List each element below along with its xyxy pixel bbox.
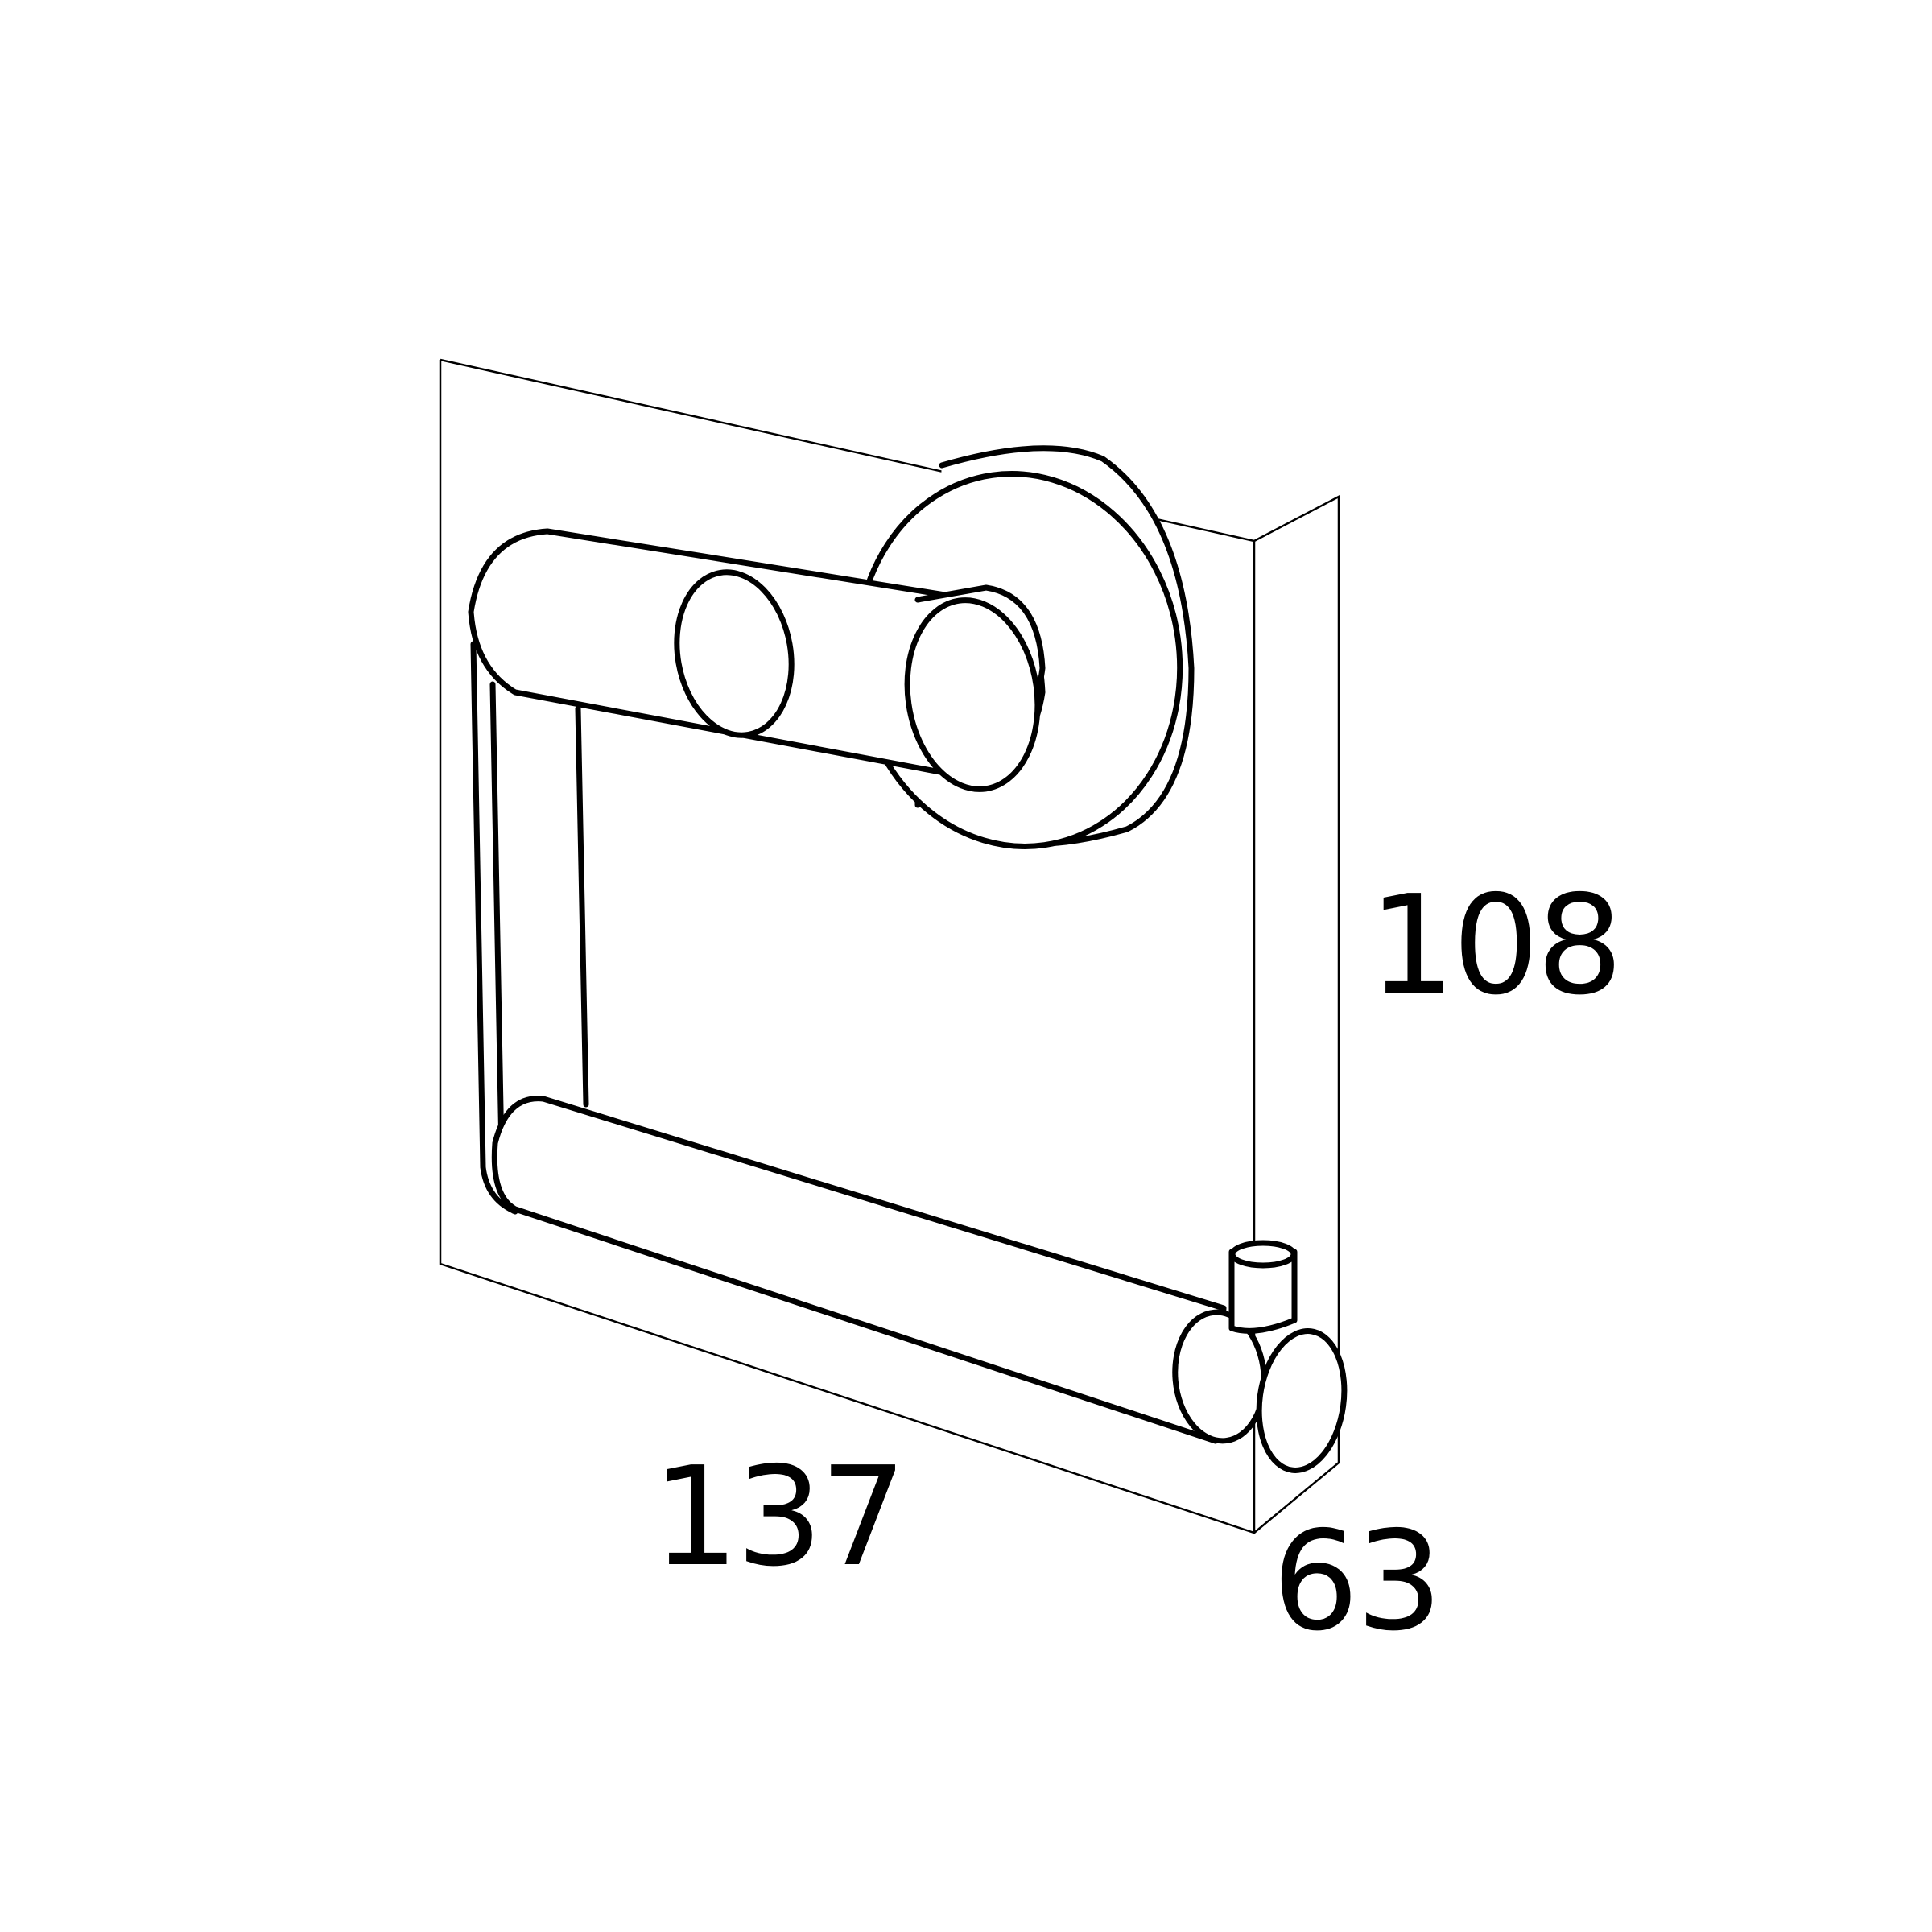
width-dimension-label: 137 (652, 1438, 906, 1597)
upper-arm (468, 528, 1046, 792)
lower-roll-bar (491, 1096, 1267, 1444)
end-cap (1228, 1240, 1348, 1473)
height-dimension-label: 108 (1368, 866, 1623, 1026)
vertical-arm (470, 641, 589, 1215)
depth-dimension-label: 63 (1272, 1502, 1443, 1662)
